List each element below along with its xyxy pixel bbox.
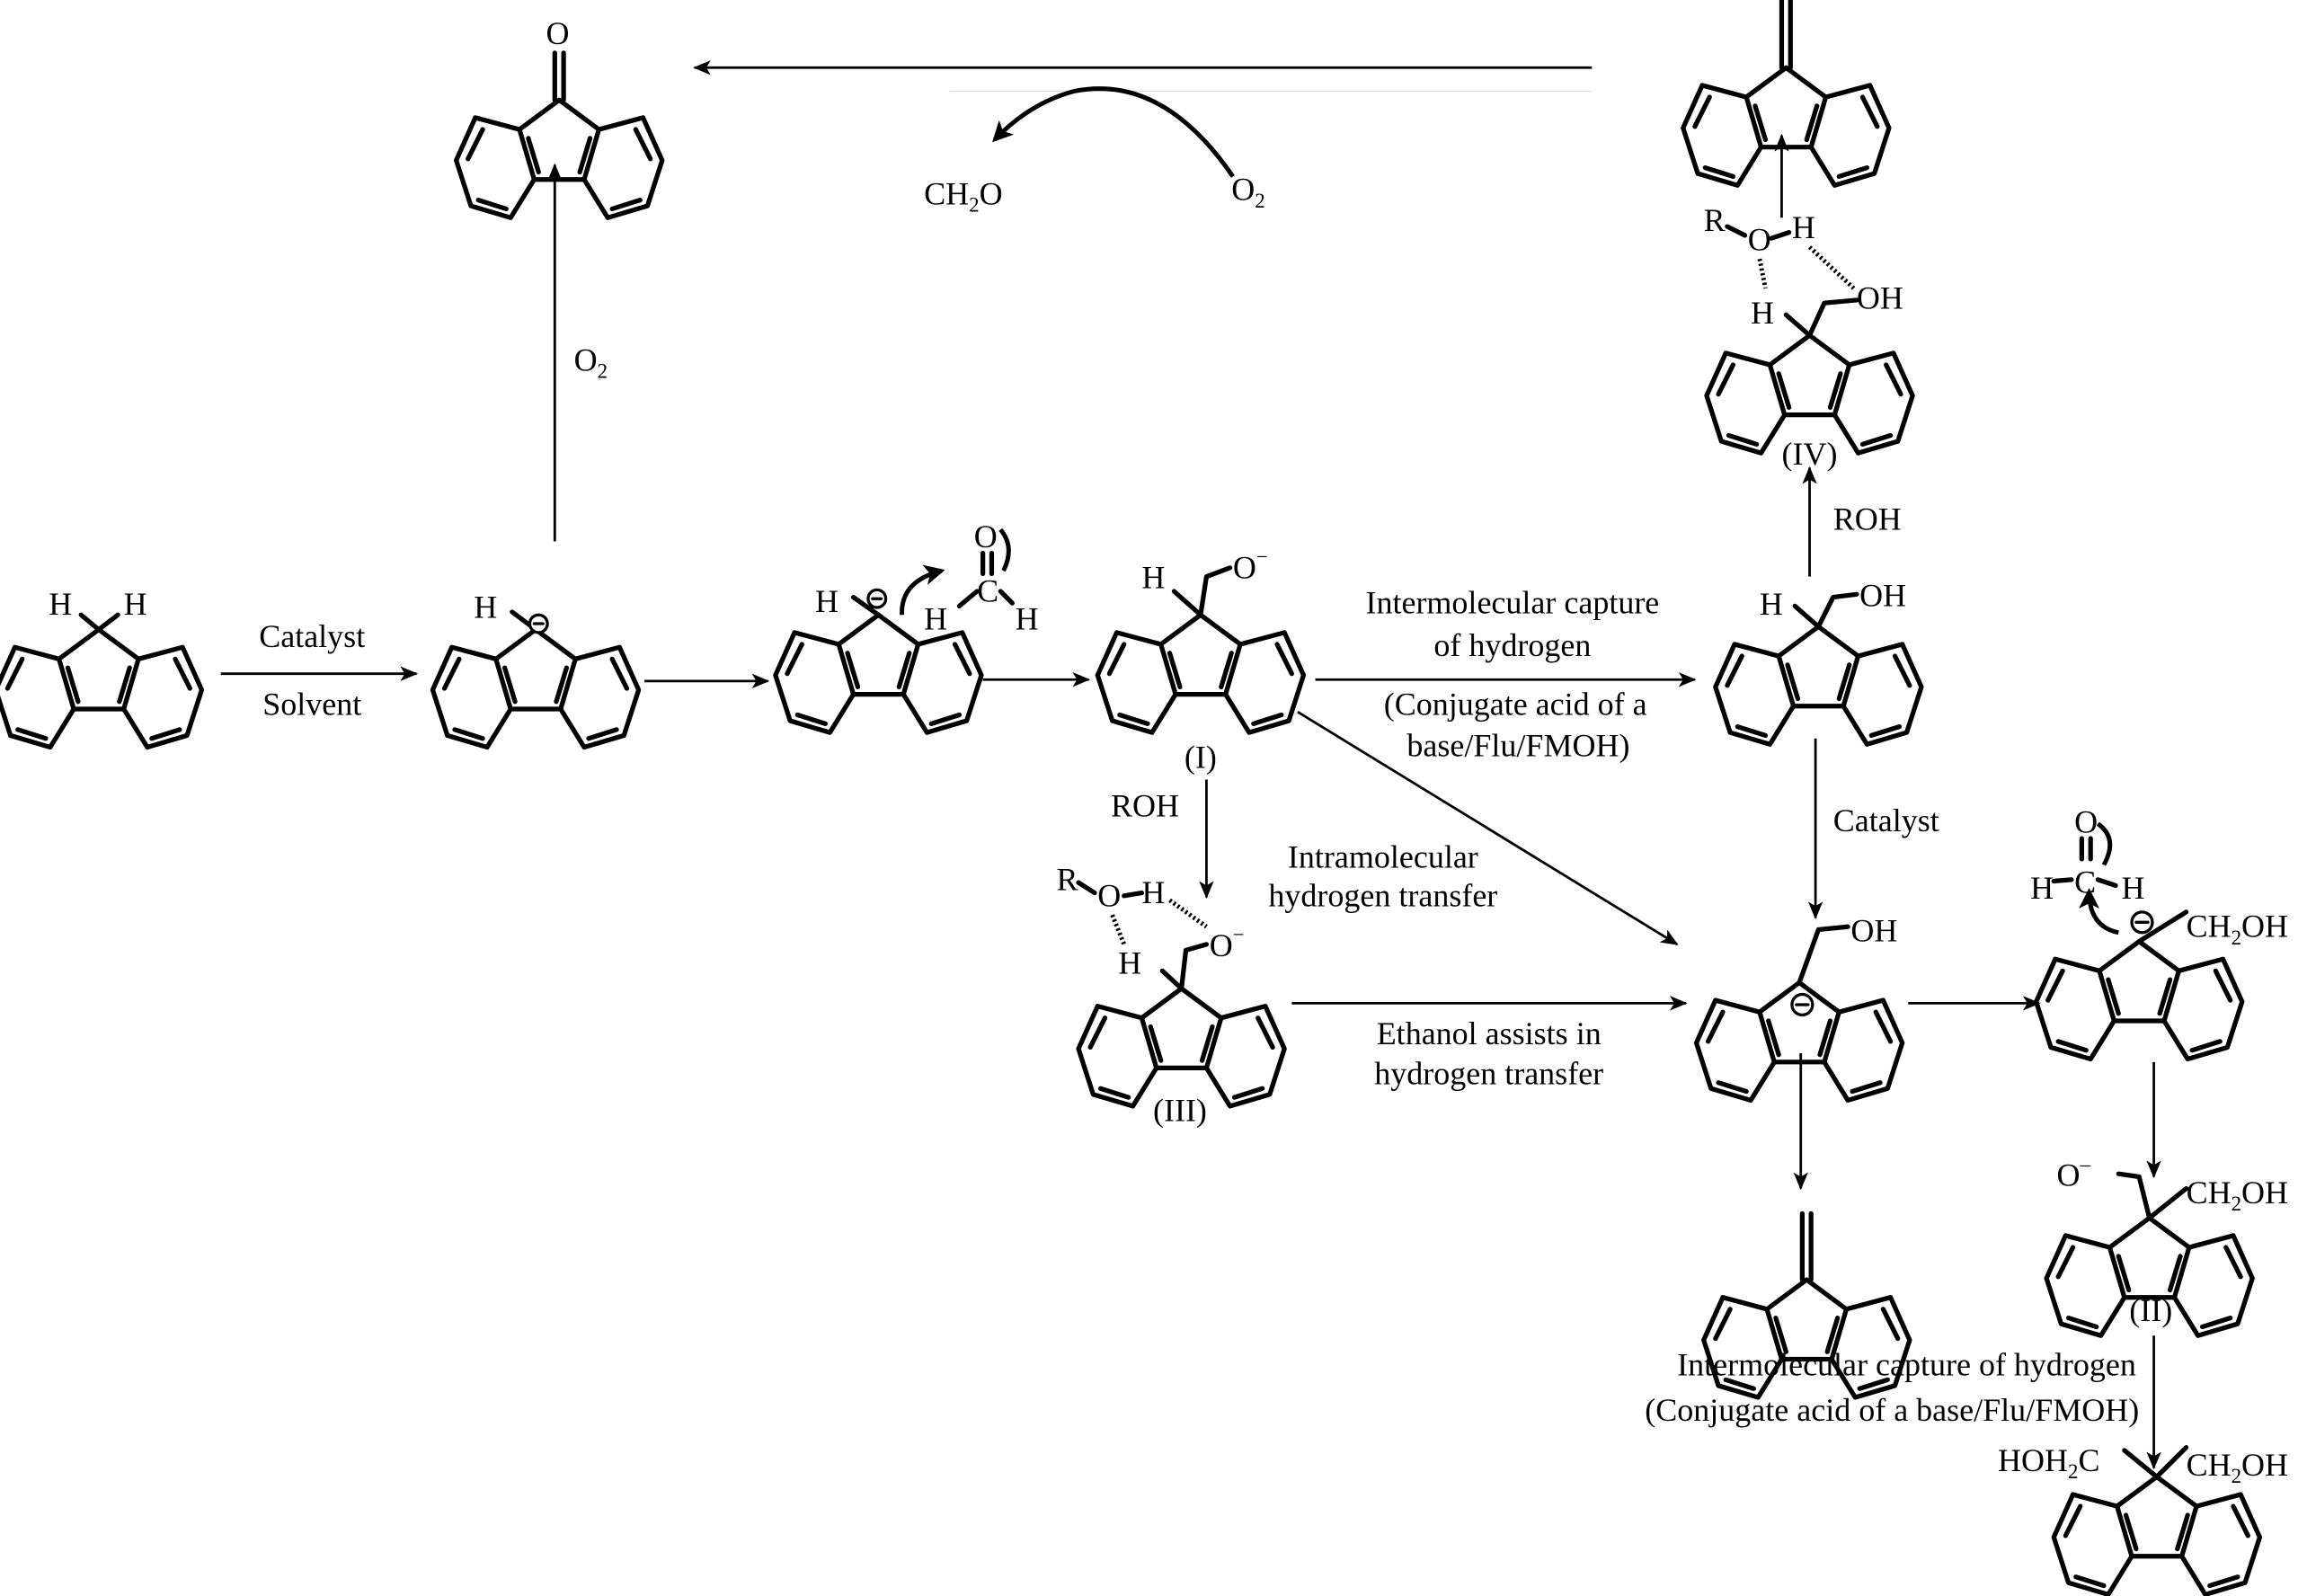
group-oh: OH [1850, 913, 1897, 949]
label-ch2o: CH2O [924, 176, 1002, 217]
atom-h: H [474, 589, 497, 625]
atom-r: R [1056, 861, 1078, 897]
atom-o: O [2074, 803, 2098, 839]
atom-h: H [1141, 874, 1165, 910]
label-ethanol-assists: Ethanol assists in [1377, 1015, 1602, 1051]
atom-o: O− [1210, 924, 1245, 963]
curved-arrow-nucleophilic-attack [900, 564, 945, 616]
arrow-I-to-carbanion [1297, 711, 1679, 946]
atom-h: H [2122, 870, 2145, 906]
label-bottom-capture: Intermolecular capture of hydrogen [1677, 1346, 2136, 1382]
label-catalyst-2: Catalyst [1833, 802, 1939, 838]
fluorene-skeleton [0, 630, 201, 748]
atom-h: H [49, 586, 72, 622]
label-solvent: Solvent [262, 687, 361, 723]
label-compound-III: (III) [1153, 1092, 1207, 1128]
label-compound-II: (II) [2129, 1292, 2172, 1328]
atom-h: H [124, 586, 147, 622]
atom-o: O [546, 15, 569, 51]
label-hydrogen-transfer: hydrogen transfer [1268, 877, 1497, 913]
atom-h: H [1792, 209, 1815, 245]
negative-charge-icon [1790, 992, 1815, 1017]
label-compound-IV: (IV) [1782, 436, 1838, 472]
atom-c: C [977, 572, 998, 608]
molecule-intermediate-II: O– CH2OH (II) [2046, 1153, 2288, 1335]
group-oh: OH [1857, 280, 1903, 316]
atom-h: H [1016, 601, 1039, 637]
atom-r: R [1704, 202, 1726, 238]
curved-arrow-o2-to-ch2o [992, 86, 1235, 178]
label-bottom-conjugate-acid: (Conjugate acid of a base/Flu/FMOH) [1645, 1392, 2139, 1428]
atom-h: H [1751, 295, 1774, 331]
label-compound-I: (I) [1185, 739, 1217, 775]
curved-arrow-nucleophilic-attack-2 [2079, 888, 2119, 935]
label-o2-curve: O2 [1231, 172, 1264, 212]
negative-charge-icon [528, 613, 549, 634]
atom-h: H [1141, 560, 1165, 596]
label-o2: O2 [574, 341, 608, 382]
negative-charge-icon [2130, 910, 2154, 935]
label-hydrogen-transfer-2: hydrogen transfer [1374, 1055, 1603, 1091]
molecule-dibenzofulvene-bottom [1704, 1210, 1910, 1397]
curved-arrow-carbonyl-2 [2096, 821, 2113, 866]
atom-c: C [2074, 864, 2096, 900]
group-hoh2c: HOH2C [1998, 1442, 2099, 1483]
molecule-fmoh-carbanion: OH [1697, 913, 1903, 1101]
molecule-intermediate-III: R O H H O− (III) [1056, 861, 1284, 1128]
label-of-hydrogen: of hydrogen [1433, 627, 1591, 663]
molecule-second-attack: CH2OH O C H H [2030, 803, 2288, 1059]
molecule-fluorene: H H [0, 586, 201, 747]
label-roh: ROH [1111, 787, 1179, 823]
label-roh-2: ROH [1833, 501, 1902, 536]
label-base-flu-fmoh: base/Flu/FMOH) [1406, 727, 1629, 763]
atom-o: O [1748, 221, 1771, 257]
molecule-intermediate-IV: R O H H OH (IV) [1704, 202, 1912, 472]
atom-h: H [924, 601, 947, 637]
label-catalyst: Catalyst [259, 618, 365, 654]
atom-h: H [2030, 870, 2054, 906]
label-intramolecular: Intramolecular [1288, 839, 1478, 875]
molecule-fmoh: H OH [1716, 577, 1921, 744]
group-oh: OH [1859, 577, 1906, 613]
atom-o: O− [1233, 545, 1268, 585]
label-conjugate-acid: (Conjugate acid of a [1384, 687, 1647, 723]
group-ch2oh: CH2OH [2187, 1175, 2288, 1215]
molecule-anion-formaldehyde-attack: H O C H H [776, 519, 1039, 732]
molecule-dibenzofulvene-top [1683, 0, 1889, 185]
label-intermolecular-capture: Intermolecular capture [1365, 585, 1659, 621]
group-ch2oh: CH2OH [2187, 909, 2288, 949]
atom-h: H [1118, 945, 1141, 981]
curved-arrow-carbonyl [998, 528, 1011, 572]
negative-charge-icon [866, 588, 888, 609]
group-ch2oh: CH2OH [2187, 1447, 2288, 1487]
atom-o: O [1097, 877, 1121, 913]
atom-o: O– [2057, 1153, 2091, 1193]
molecule-fluorenone: O [457, 15, 662, 217]
atom-o: O [974, 519, 998, 554]
atom-h: H [1760, 586, 1783, 622]
molecule-intermediate-I: H O− (I) [1097, 545, 1303, 775]
molecule-fluorenyl-anion: H [432, 589, 638, 747]
atom-h: H [815, 583, 839, 619]
molecule-bhmf: HOH2C CH2OH [1998, 1442, 2288, 1594]
